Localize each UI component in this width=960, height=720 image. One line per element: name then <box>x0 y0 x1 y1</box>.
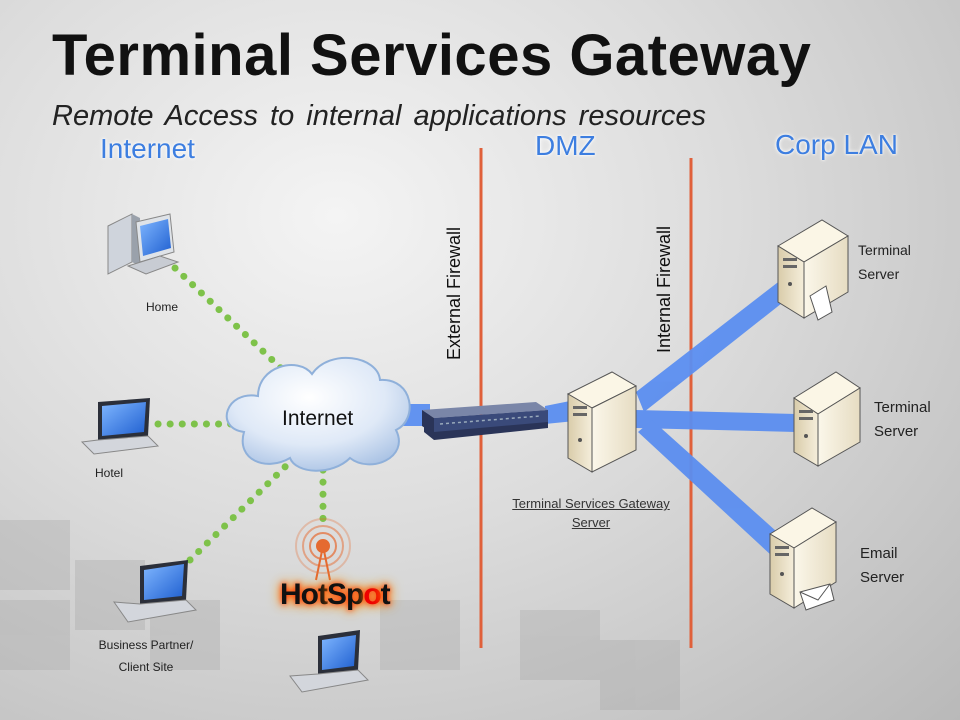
email-server-icon <box>769 507 837 611</box>
home-computer-icon <box>107 213 180 275</box>
ts1-label-line1: Terminal <box>858 242 911 258</box>
network-switch-icon <box>422 402 548 440</box>
zone-label-internet: Internet <box>100 133 195 164</box>
email-label-line1: Email <box>860 545 898 562</box>
link-gateway-ts2 <box>636 410 796 432</box>
partner-label: Business Partner/ Client Site <box>78 634 214 678</box>
gateway-label-line2: Server <box>571 515 611 530</box>
gateway-server-icon <box>566 371 638 473</box>
internal-firewall-label: Internal Firewall <box>654 225 674 353</box>
ts2-label: Terminal Server <box>874 396 931 444</box>
hotspot-text-1: Hot <box>280 578 328 611</box>
cloud-label: Internet <box>282 407 354 430</box>
ts2-label-line1: Terminal <box>874 399 931 416</box>
hotspot-text-4: t <box>380 578 391 611</box>
ts1-label-line2: Server <box>858 266 900 282</box>
email-label: Email Server <box>860 542 904 590</box>
hotel-laptop-icon <box>80 398 160 455</box>
link-home-cloud <box>171 264 289 376</box>
partner-label-line2: Client Site <box>118 660 174 674</box>
slide-subtitle: Remote Access to internal applications r… <box>52 100 707 132</box>
hotspot-text-3: o <box>363 578 381 611</box>
link-gateway-ts1 <box>636 276 796 412</box>
wireless-links <box>154 264 327 564</box>
ts2-label-line2: Server <box>874 423 919 440</box>
hotspot-logo: HotSpot <box>280 578 391 612</box>
email-label-line2: Server <box>860 569 905 586</box>
link-partner-cloud <box>186 458 294 564</box>
zone-label-corp-lan: Corp LAN <box>775 129 898 160</box>
home-label: Home <box>145 300 178 314</box>
partner-laptop-icon <box>112 560 198 623</box>
external-firewall-label: External Firewall <box>444 226 464 360</box>
internet-cloud-icon <box>225 356 411 472</box>
link-gateway-email <box>638 420 786 556</box>
ts1-label: Terminal Server <box>858 238 911 286</box>
slide-title: Terminal Services Gateway <box>52 23 812 88</box>
partner-label-line1: Business Partner/ <box>98 638 194 652</box>
hotspot-text-2: Sp <box>326 578 364 611</box>
terminal-server-1-icon <box>777 219 849 321</box>
hotspot-antenna-icon <box>295 518 351 581</box>
hotel-label: Hotel <box>94 466 123 480</box>
gateway-label-line1: Terminal Services Gateway <box>512 496 670 511</box>
zone-label-dmz: DMZ <box>535 130 596 161</box>
terminal-server-2-icon <box>793 371 861 467</box>
gateway-label: Terminal Services Gateway Server <box>486 494 696 532</box>
hotspot-laptop-icon <box>289 630 370 693</box>
